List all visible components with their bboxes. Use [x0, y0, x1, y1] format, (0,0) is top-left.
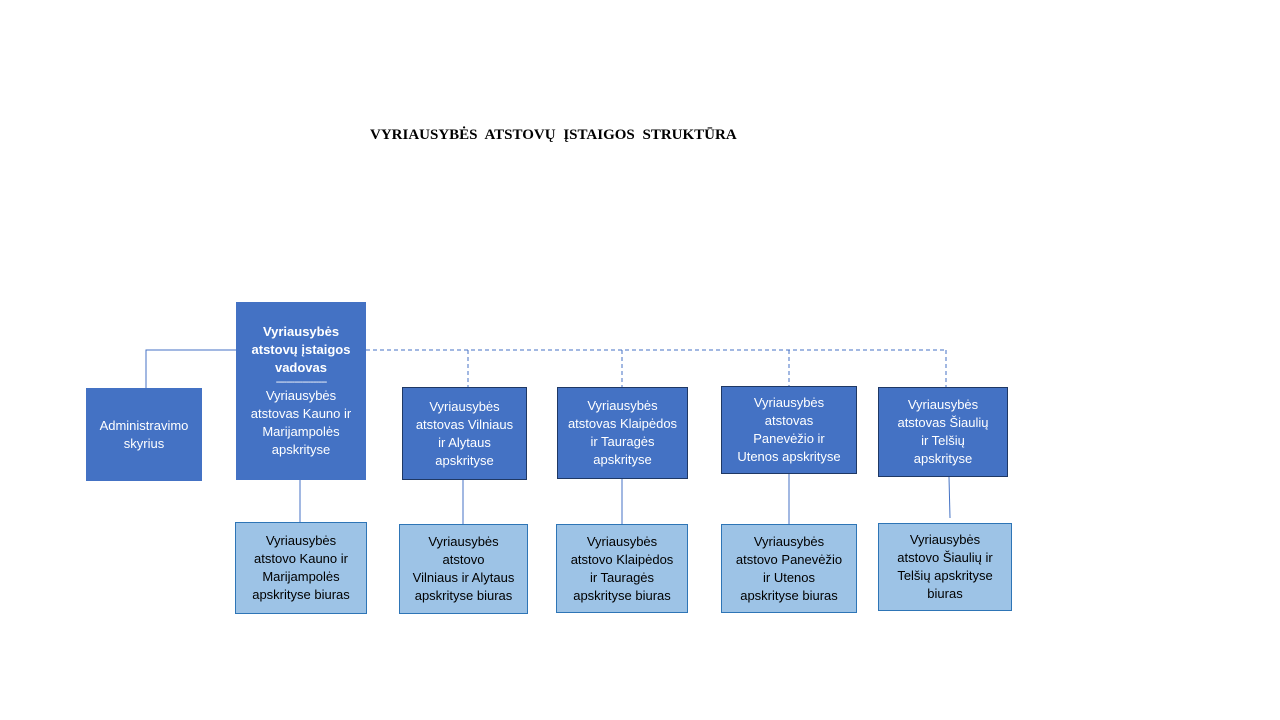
office-line: atstovo Kauno ir	[254, 551, 348, 566]
representative-line: apskrityse	[913, 451, 973, 466]
office-line: Vilniaus ir Alytaus	[412, 570, 515, 585]
representative-line: Vyriausybės	[753, 395, 825, 410]
representative-box-panevezys: Vyriausybės atstovas Panevėžio ir Utenos…	[721, 386, 857, 474]
representative-line: apskrityse	[435, 452, 494, 468]
office-box-vilnius: Vyriausybės atstovo Vilniaus ir Alytaus …	[399, 524, 528, 614]
representative-line: atstovas Šiaulių	[897, 415, 989, 430]
office-box-panevezys: Vyriausybės atstovo Panevėžio ir Utenos …	[721, 524, 857, 613]
head-subtitle-line: apskrityse	[271, 442, 331, 457]
representative-line: atstovas Vilniaus	[415, 416, 514, 432]
office-box-kaunas: Vyriausybės atstovo Kauno ir Marijampolė…	[235, 522, 367, 614]
head-title-line: atstovų įstaigos	[251, 342, 351, 357]
representative-line: ir Alytaus	[438, 434, 491, 450]
office-box-siauliai: Vyriausybės atstovo Šiaulių ir Telšių ap…	[878, 523, 1012, 611]
head-subtitle-line: atstovas Kauno ir	[250, 406, 352, 421]
representative-line: atstovas Klaipėdos	[567, 416, 678, 431]
office-line: Vyriausybės	[265, 533, 337, 548]
office-line: atstovo Panevėžio	[735, 551, 843, 567]
representative-box-siauliai: Vyriausybės atstovas Šiaulių ir Telšių a…	[878, 387, 1008, 477]
admin-box: Administravimo skyrius	[86, 388, 202, 481]
office-line: Marijampolės	[262, 569, 340, 584]
office-line: atstovo Klaipėdos	[570, 551, 674, 567]
office-line: Telšių apskrityse	[897, 568, 993, 583]
office-box-klaipeda: Vyriausybės atstovo Klaipėdos ir Tauragė…	[556, 524, 688, 613]
office-line: Vyriausybės	[909, 532, 981, 547]
representative-line: Utenos apskrityse	[737, 449, 841, 464]
admin-line: Administravimo	[99, 417, 189, 433]
office-line: Vyriausybės	[586, 533, 658, 549]
office-line: Vyriausybės	[753, 533, 825, 549]
office-line: apskrityse biuras	[414, 588, 513, 603]
representative-line: Vyriausybės	[907, 397, 979, 412]
office-line: ir Tauragės	[589, 569, 655, 585]
office-line: apskrityse biuras	[252, 587, 350, 602]
connector-admin	[145, 349, 236, 388]
office-line: Vyriausybės	[428, 534, 499, 549]
page-title: VYRIAUSYBĖS ATSTOVŲ ĮSTAIGOS STRUKTŪRA	[370, 127, 737, 143]
representative-line: Vyriausybės	[429, 398, 500, 414]
representative-line: atstovas	[764, 413, 814, 428]
head-box: Vyriausybės atstovų įstaigos vadovas ---…	[236, 302, 366, 480]
office-line: biuras	[927, 586, 963, 601]
representative-line: Vyriausybės	[587, 398, 658, 413]
head-subtitle-line: Vyriausybės	[265, 388, 337, 403]
representative-line: ir Telšių	[921, 433, 965, 448]
office-line: ir Utenos	[762, 569, 816, 585]
representative-line: Panevėžio ir	[753, 431, 825, 446]
representative-box-klaipeda: Vyriausybės atstovas Klaipėdos ir Taurag…	[557, 387, 688, 479]
office-line: atstovo	[442, 552, 485, 567]
head-title-line: Vyriausybės	[262, 324, 340, 339]
office-line: apskrityse biuras	[573, 587, 671, 603]
admin-line: skyrius	[123, 435, 165, 451]
office-line: atstovo Šiaulių ir	[897, 550, 993, 565]
head-title-line: vadovas	[274, 360, 328, 375]
representative-line: apskrityse	[593, 452, 652, 467]
connector-office-siauliai	[948, 476, 951, 519]
representative-box-vilnius: Vyriausybės atstovas Vilniaus ir Alytaus…	[402, 387, 527, 480]
office-line: apskrityse biuras	[740, 587, 838, 603]
head-subtitle-line: Marijampolės	[262, 424, 340, 439]
head-separator: -------------------	[275, 376, 328, 388]
representative-line: ir Tauragės	[590, 434, 655, 449]
